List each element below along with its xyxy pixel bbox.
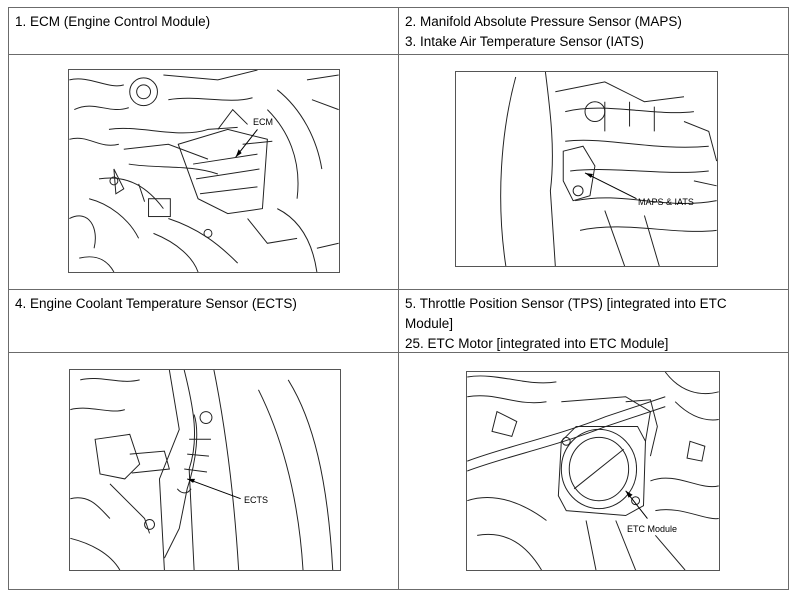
etc-callout: ETC Module	[627, 524, 678, 534]
ecm-callout: ECM	[253, 117, 273, 127]
etc-illustration	[467, 372, 719, 570]
ects-title: 4. Engine Coolant Temperature Sensor (EC…	[15, 296, 297, 311]
ecm-diagram: ECM	[68, 69, 340, 273]
ecm-illustration	[69, 70, 339, 272]
cell-ecm-title: 1. ECM (Engine Control Module)	[8, 7, 399, 55]
ects-diagram: ECTS	[69, 369, 341, 571]
maps-callout: MAPS & IATS	[638, 197, 694, 207]
cell-ects-image: ECTS	[8, 352, 399, 590]
cell-ects-title: 4. Engine Coolant Temperature Sensor (EC…	[8, 289, 399, 353]
cell-maps-title: 2. Manifold Absolute Pressure Sensor (MA…	[398, 7, 789, 55]
tps-title-line-3: 25. ETC Motor [integrated into ETC Modul…	[405, 336, 669, 351]
component-location-table: 1. ECM (Engine Control Module) 2. Manifo…	[8, 7, 789, 590]
maps-title-line-1: 2. Manifold Absolute Pressure Sensor (MA…	[405, 14, 682, 29]
ects-illustration	[70, 370, 334, 570]
ecm-title: 1. ECM (Engine Control Module)	[15, 14, 211, 29]
tps-title-line-1: 5. Throttle Position Sensor (TPS) [integ…	[405, 296, 727, 311]
cell-maps-image: MAPS & IATS	[398, 54, 789, 290]
maps-illustration	[500, 72, 717, 266]
ects-callout: ECTS	[244, 495, 269, 505]
cell-ecm-image: ECM	[8, 54, 399, 290]
cell-tps-image: ETC Module	[398, 352, 789, 590]
maps-title-line-2: 3. Intake Air Temperature Sensor (IATS)	[405, 34, 644, 49]
etc-diagram: ETC Module	[466, 371, 720, 571]
cell-tps-title: 5. Throttle Position Sensor (TPS) [integ…	[398, 289, 789, 353]
maps-diagram: MAPS & IATS	[455, 71, 718, 267]
tps-title-line-2: Module]	[405, 316, 454, 331]
